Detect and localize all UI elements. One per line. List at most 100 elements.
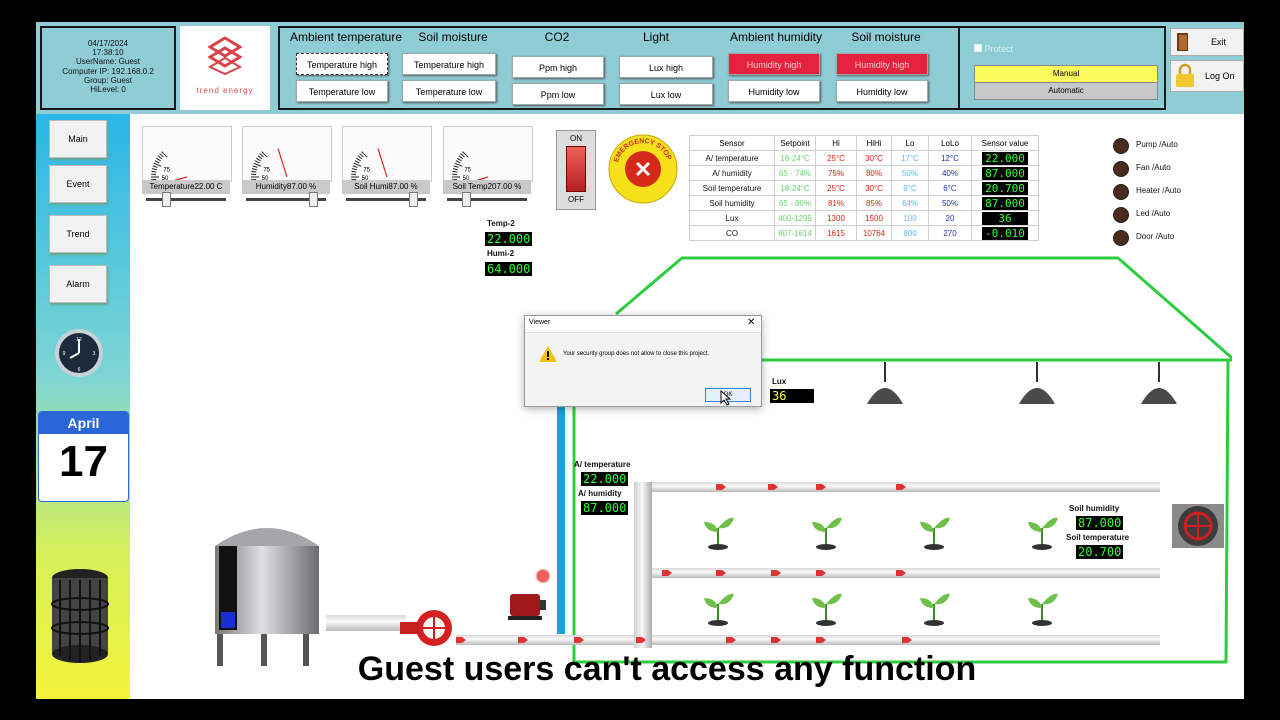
- table-cell: 9°C: [891, 180, 929, 196]
- setpoint-button-panel: Ambient temperature Temperature high Tem…: [278, 26, 962, 110]
- gauge-slider-thumb[interactable]: [461, 192, 471, 207]
- protect-label: Protect: [984, 44, 1014, 54]
- gauge-needle: [472, 176, 489, 181]
- manual-mode-button[interactable]: Manual: [974, 65, 1158, 83]
- soil-temperature-high-button[interactable]: Temperature high: [402, 53, 496, 75]
- svg-text:6: 6: [78, 367, 81, 373]
- plant-icon: [704, 593, 734, 626]
- table-cell: 65 - 74%: [774, 165, 816, 181]
- ambient-temp-value: 22.000: [581, 472, 629, 486]
- humi2-label: Humi-2: [487, 249, 515, 258]
- group-title-co2: CO2: [544, 30, 570, 44]
- svg-text:50: 50: [162, 176, 169, 182]
- humi2-value: 64.000: [485, 262, 533, 276]
- table-cell: 40%: [928, 165, 972, 181]
- logo-icon: [208, 36, 242, 76]
- dialog-titlebar: Viewer ✕: [525, 316, 761, 333]
- status-indicator-light: [1113, 207, 1129, 223]
- flow-arrow-icon: [716, 484, 726, 490]
- flow-arrow-icon: [636, 637, 646, 643]
- table-cell: 25°C: [815, 180, 857, 196]
- exit-label: Exit: [1211, 37, 1227, 47]
- table-cell: 400-1299: [774, 210, 816, 226]
- gauge-slider-thumb[interactable]: [161, 192, 171, 207]
- svg-text:50: 50: [463, 176, 470, 182]
- soil-humidity-low-button[interactable]: Humidity low: [836, 80, 928, 102]
- mouse-cursor-icon: [720, 390, 732, 406]
- flow-arrow-icon: [574, 637, 584, 643]
- flow-arrow-icon: [726, 637, 736, 643]
- table-cell: A/ humidity: [689, 165, 775, 181]
- table-cell: 6°C: [928, 180, 972, 196]
- nav-main-button[interactable]: Main: [49, 120, 107, 158]
- automatic-mode-button[interactable]: Automatic: [974, 82, 1158, 100]
- status-label: Pump /Auto: [1136, 140, 1178, 149]
- ambient-temperature-high-button[interactable]: Temperature high: [296, 53, 388, 75]
- status-indicator-light: [1113, 184, 1129, 200]
- dialog-close-icon[interactable]: ✕: [747, 317, 756, 328]
- nav-trend-button[interactable]: Trend: [49, 215, 107, 253]
- ambient-humidity-value: 87.000: [581, 501, 629, 515]
- ambient-humidity-high-button[interactable]: Humidity high: [728, 53, 820, 75]
- table-cell: 25°C: [815, 150, 857, 166]
- gauge-slider-thumb[interactable]: [308, 192, 318, 207]
- nav-event-button[interactable]: Event: [49, 165, 107, 203]
- ppm-low-button[interactable]: Ppm low: [512, 83, 604, 105]
- power-switch[interactable]: ON OFF: [556, 130, 596, 210]
- group-title-light: Light: [642, 30, 670, 44]
- table-cell: 10764: [856, 225, 892, 241]
- ceiling-lamp-icon: [867, 362, 903, 404]
- group-title-soil-moisture-1: Soil moisture: [418, 30, 488, 44]
- status-indicator-light: [1113, 138, 1129, 154]
- table-cell: 22.000: [971, 150, 1039, 166]
- calendar-widget: April 17: [38, 411, 129, 502]
- sensor-table-header-cell: Setpoint: [774, 135, 816, 151]
- motor-icon: [508, 594, 546, 620]
- table-cell: 100: [891, 210, 929, 226]
- table-cell: 36: [971, 210, 1039, 226]
- sensor-table-header-cell: HiHi: [856, 135, 892, 151]
- warning-icon: [539, 346, 557, 362]
- table-cell: 64%: [891, 195, 929, 211]
- lux-low-button[interactable]: Lux low: [619, 83, 713, 105]
- info-hilevel: HiLevel: 0: [90, 85, 126, 95]
- ambient-humidity-low-button[interactable]: Humidity low: [728, 80, 820, 102]
- table-cell: -0.010: [971, 225, 1039, 241]
- top-toolbar: 04/17/2024 17:38:10 UserName: Guest Comp…: [36, 22, 1244, 114]
- analog-clock-icon: 12 6 3 9: [55, 329, 103, 377]
- svg-text:75: 75: [464, 168, 471, 174]
- ambient-temperature-low-button[interactable]: Temperature low: [296, 80, 388, 102]
- switch-rocker: [566, 146, 586, 192]
- exit-door-icon: [1177, 33, 1188, 51]
- log-on-button[interactable]: Log On: [1170, 60, 1244, 92]
- flow-arrow-icon: [896, 570, 906, 576]
- water-tank-icon: [215, 528, 319, 666]
- gauge-dial: 0255075: [443, 126, 533, 182]
- emergency-stop-button[interactable]: EMERGENCY STOP: [607, 133, 679, 205]
- gauge-dial: 0255075: [242, 126, 332, 182]
- table-cell: Soil temperature: [689, 180, 775, 196]
- soil-humidity-high-button[interactable]: Humidity high: [836, 53, 928, 75]
- nav-alarm-button[interactable]: Alarm: [49, 265, 107, 303]
- exit-button[interactable]: Exit: [1170, 28, 1244, 56]
- gauge-slider-track: [447, 198, 527, 201]
- protect-checkbox[interactable]: Protect: [974, 44, 1013, 54]
- soil-temperature-low-button[interactable]: Temperature low: [402, 80, 496, 102]
- plant-icon: [1028, 517, 1058, 550]
- ppm-high-button[interactable]: Ppm high: [512, 56, 604, 78]
- flow-arrow-icon: [902, 637, 912, 643]
- gauge-slider-track: [146, 198, 226, 201]
- exhaust-fan-icon: [1172, 504, 1224, 548]
- gauge-label: Temperature22.00 C: [142, 180, 230, 194]
- gauge-label: Humidity87.00 %: [242, 180, 330, 194]
- gauge-slider-thumb[interactable]: [408, 192, 418, 207]
- ceiling-lamp-icon: [1019, 362, 1055, 404]
- sensor-table-header-cell: Hi: [815, 135, 857, 151]
- lux-high-button[interactable]: Lux high: [619, 56, 713, 78]
